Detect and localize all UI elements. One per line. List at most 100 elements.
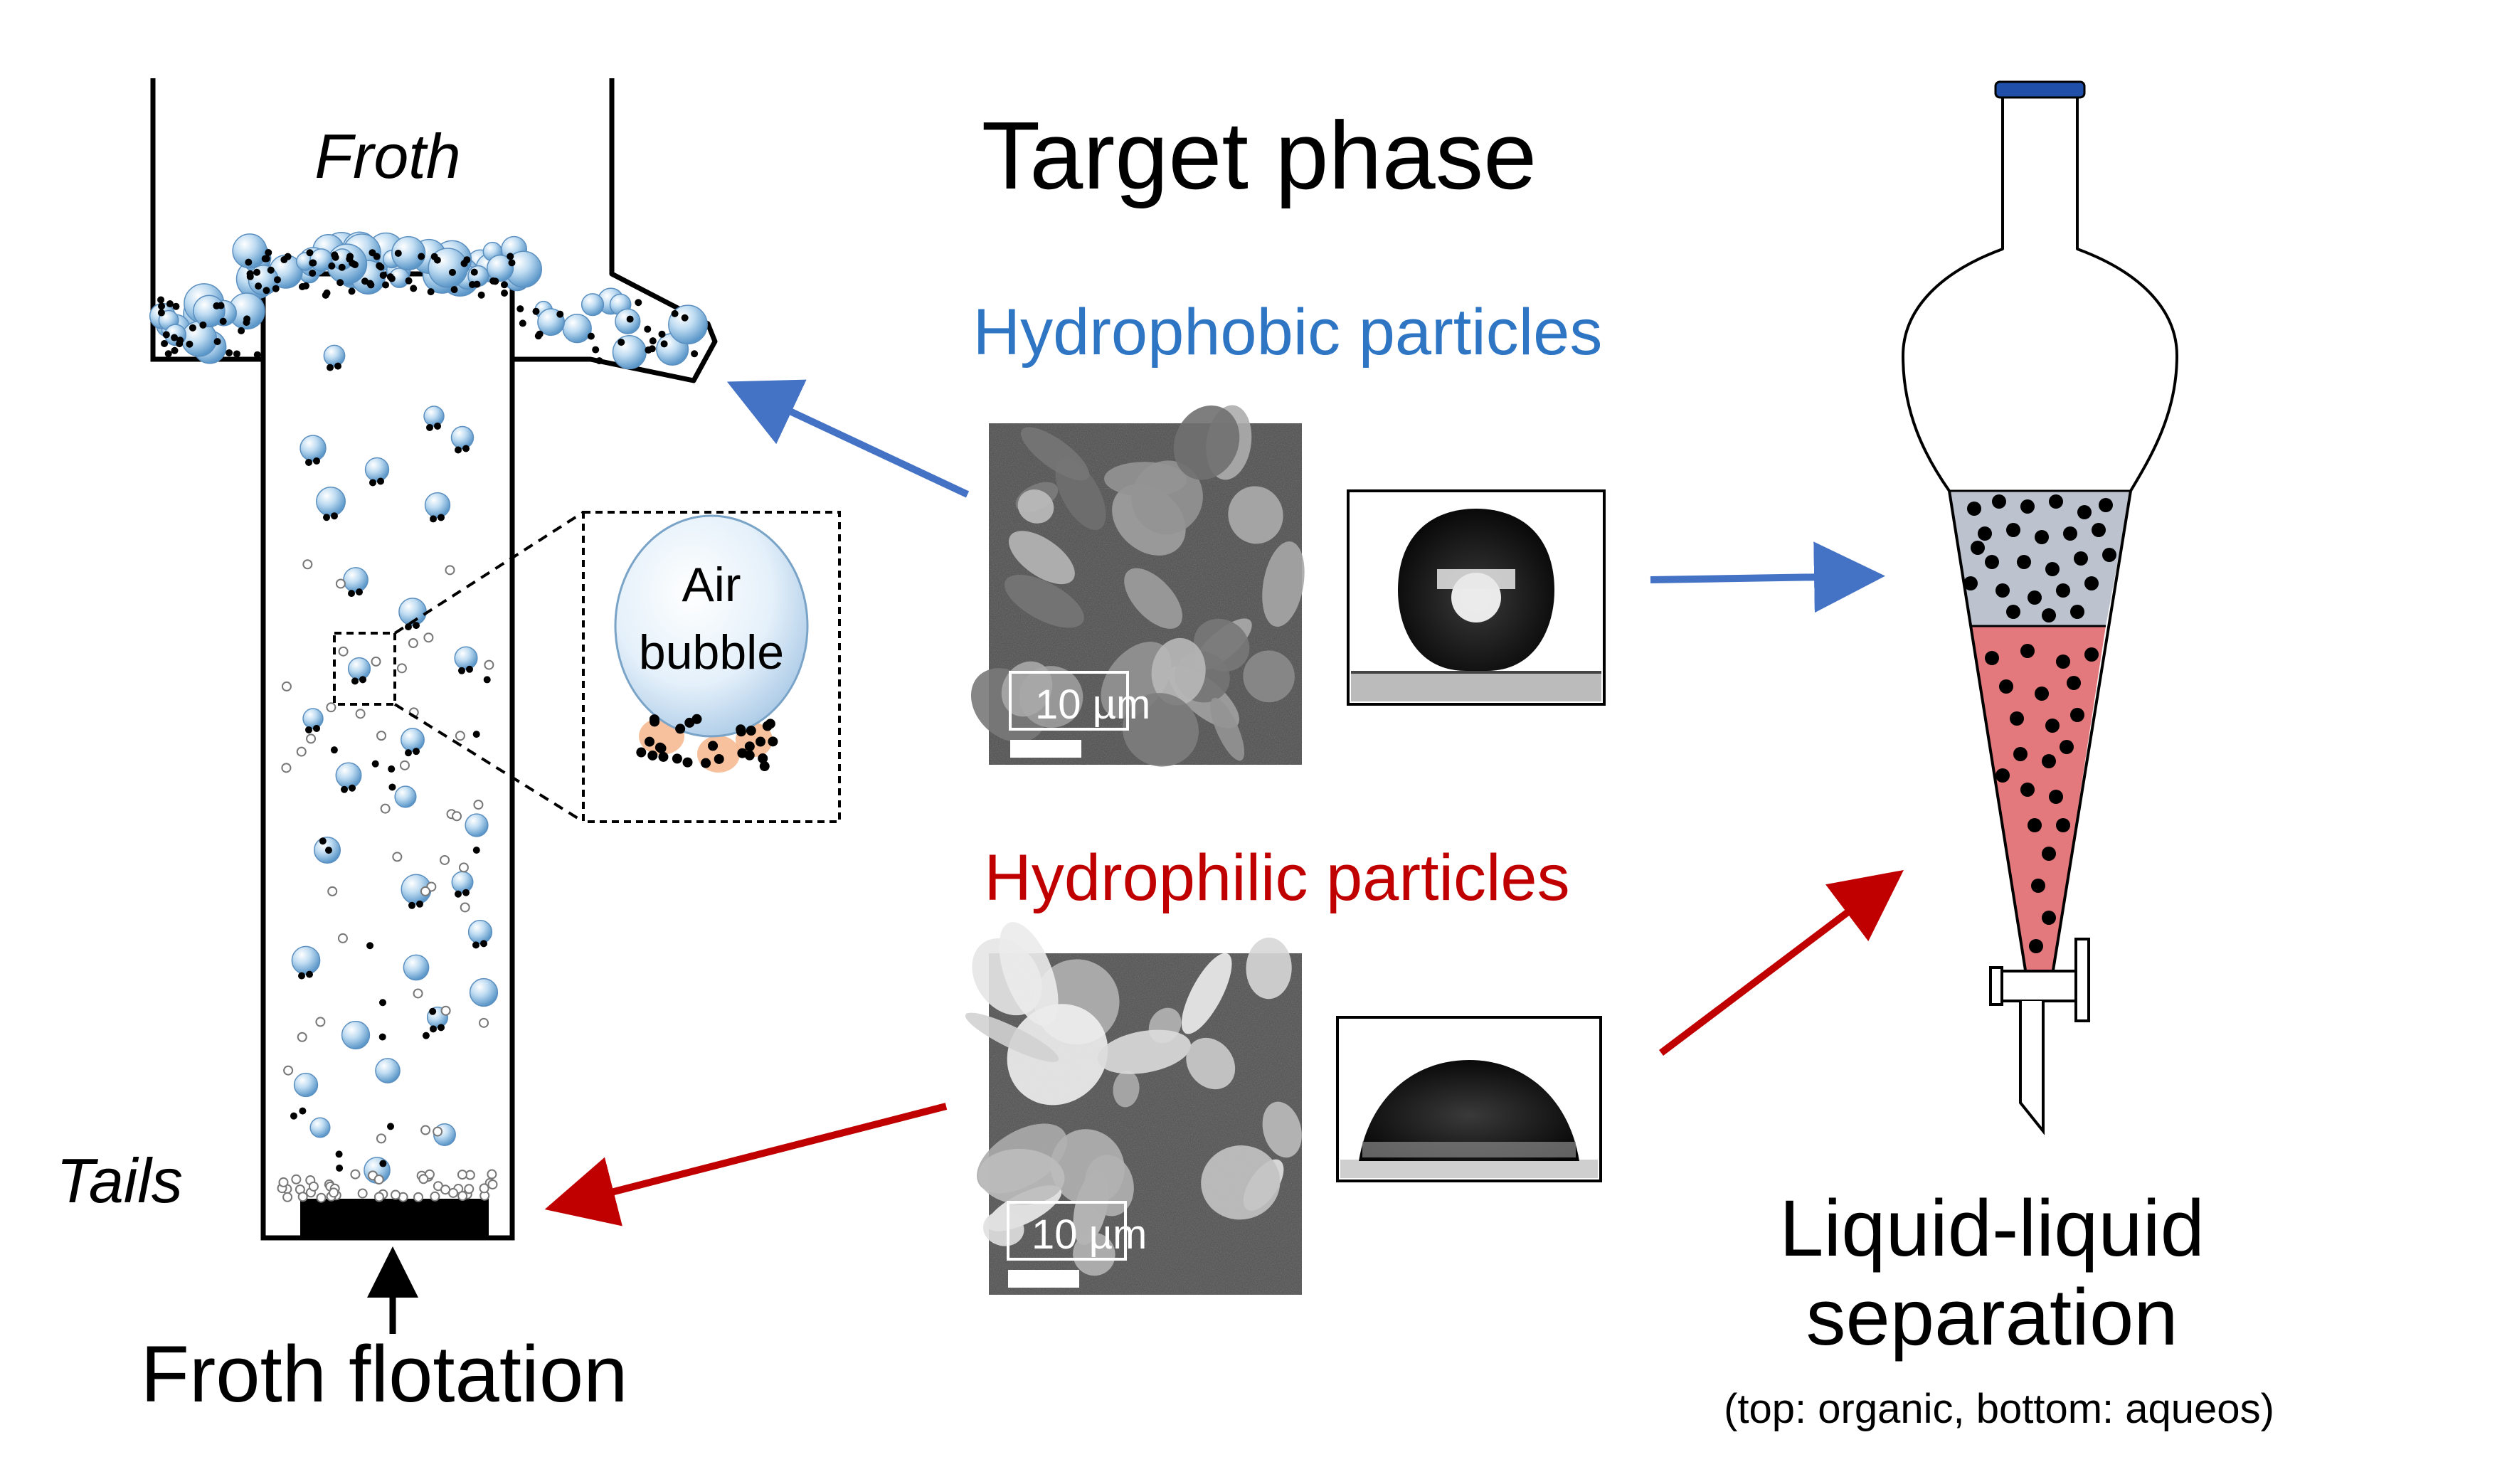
hydrophobic-particle bbox=[348, 590, 355, 598]
hydrophobic-particle bbox=[427, 288, 435, 296]
particle-grain bbox=[1151, 637, 1206, 706]
tails-label: Tails bbox=[56, 1145, 183, 1216]
particle-grain bbox=[1020, 427, 1090, 481]
tailings-particle bbox=[373, 1192, 384, 1202]
particle-grain bbox=[1210, 697, 1245, 761]
hydrophobic-particle bbox=[645, 346, 652, 354]
liquid-liquid-subtitle: (top: organic, bottom: aqueos) bbox=[1724, 1386, 2274, 1432]
particle-grain bbox=[965, 1012, 1059, 1062]
hydrophobic-particle bbox=[378, 1033, 386, 1041]
hydrophilic-particle bbox=[380, 803, 391, 814]
hydrophobic-particle bbox=[172, 302, 180, 310]
hydrophobic-particle bbox=[472, 846, 480, 854]
organic-particle bbox=[2077, 505, 2092, 519]
hydrophobic-particle bbox=[157, 309, 165, 317]
attached-particle bbox=[756, 736, 766, 747]
attached-particle bbox=[744, 750, 755, 760]
aqueous-particle bbox=[2067, 676, 2081, 690]
hydrophobic-particle bbox=[462, 445, 470, 452]
hydrophobic-particle bbox=[298, 972, 305, 980]
water-droplet-low-angle bbox=[1359, 1060, 1579, 1161]
attached-particle bbox=[736, 724, 746, 735]
hydrophobic-particle bbox=[158, 302, 166, 310]
hydrophobic-particle bbox=[379, 271, 387, 279]
particle-grain bbox=[1173, 405, 1240, 480]
hydrophobic-particle bbox=[430, 515, 437, 523]
hydrophobic-particle bbox=[671, 309, 679, 317]
particle-grain bbox=[978, 1148, 1065, 1205]
air-sparger bbox=[300, 1199, 489, 1236]
hydrophobic-particle bbox=[388, 765, 396, 773]
attached-particle bbox=[682, 757, 693, 768]
tailings-particle bbox=[464, 1184, 475, 1194]
hydrophobic-particle bbox=[246, 272, 254, 280]
hydrophobic-particle bbox=[618, 339, 625, 346]
hydrophilic-particle bbox=[423, 632, 434, 643]
aqueous-particle bbox=[2020, 783, 2035, 797]
air-bubble-large bbox=[614, 514, 809, 738]
hydrophobic-particle bbox=[595, 357, 603, 365]
rising-bubble bbox=[309, 1117, 331, 1138]
hydrophobic-particle bbox=[253, 268, 261, 276]
target-phase-panel: Target phase Hydrophobic particles Hydro… bbox=[965, 102, 1606, 1295]
aqueous-particle bbox=[2028, 818, 2042, 832]
hydrophobic-particle bbox=[306, 970, 313, 978]
hydrophobic-particle bbox=[309, 259, 317, 267]
hydrophobic-particle bbox=[323, 514, 330, 521]
organic-particle bbox=[2020, 499, 2035, 514]
tailings-particle bbox=[413, 1192, 424, 1202]
particle-grain bbox=[1113, 1071, 1140, 1108]
hydrophilic-particle bbox=[484, 659, 494, 670]
organic-particle bbox=[2099, 498, 2113, 512]
tailings-particle bbox=[291, 1174, 302, 1184]
tank-right-wall-launder bbox=[512, 78, 718, 383]
aqueous-particle bbox=[2042, 911, 2056, 925]
tailings-particle bbox=[316, 1192, 327, 1203]
rising-bubble bbox=[403, 954, 430, 981]
hydrophilic-particle bbox=[479, 1017, 489, 1028]
particle-grain bbox=[1122, 693, 1199, 767]
tailings-particle bbox=[487, 1169, 497, 1180]
hydrophilic-particle bbox=[420, 886, 430, 896]
hydrophobic-particle bbox=[379, 1160, 387, 1167]
particle-grain bbox=[1007, 1004, 1108, 1106]
hydrophobic-particle bbox=[233, 350, 240, 358]
hydrophilic-particle bbox=[445, 565, 455, 576]
hydrophilic-particle bbox=[283, 1065, 294, 1076]
hydrophobic-particle bbox=[331, 512, 338, 520]
stopcock[interactable] bbox=[1996, 970, 2081, 1002]
attached-particle bbox=[691, 714, 702, 724]
hydrophobic-particle bbox=[267, 266, 275, 274]
rising-bubble bbox=[401, 728, 425, 752]
rising-bubble bbox=[394, 785, 417, 808]
hydrophobic-particle bbox=[430, 253, 438, 260]
hydrophilic-particle bbox=[408, 638, 418, 649]
particle-grain bbox=[1186, 1037, 1236, 1090]
tailings-particle bbox=[487, 1179, 498, 1189]
hydrophobic-particle bbox=[217, 302, 225, 309]
hydrophobic-particle bbox=[171, 346, 179, 354]
hydrophilic-particle bbox=[326, 702, 336, 713]
stopcock-handle[interactable] bbox=[2074, 938, 2090, 1022]
zoom-region-box bbox=[333, 632, 396, 706]
tailings-particle bbox=[391, 1189, 401, 1200]
tailings-particle bbox=[308, 1181, 319, 1192]
hydrophobic-particle bbox=[334, 362, 341, 370]
hydrophobic-particle bbox=[284, 253, 292, 260]
organic-particle bbox=[1995, 583, 2010, 598]
hydrophilic-particle bbox=[399, 760, 410, 770]
hydrophobic-particle bbox=[309, 269, 317, 277]
hydrophobic-particle bbox=[336, 1164, 344, 1172]
particle-grain bbox=[1084, 1155, 1134, 1217]
hydrophobic-particle bbox=[378, 999, 386, 1007]
hydrophobic-particle bbox=[458, 667, 465, 674]
hydrophobic-particle bbox=[366, 280, 374, 287]
aqueous-particle bbox=[2060, 740, 2074, 754]
hydrophilic-particle bbox=[392, 852, 403, 862]
froth-bubble bbox=[612, 334, 647, 370]
particle-grain bbox=[1124, 568, 1182, 629]
rising-bubble bbox=[341, 1020, 371, 1050]
hydrophobic-particle bbox=[450, 286, 458, 294]
hydrophobic-particle bbox=[371, 760, 379, 768]
